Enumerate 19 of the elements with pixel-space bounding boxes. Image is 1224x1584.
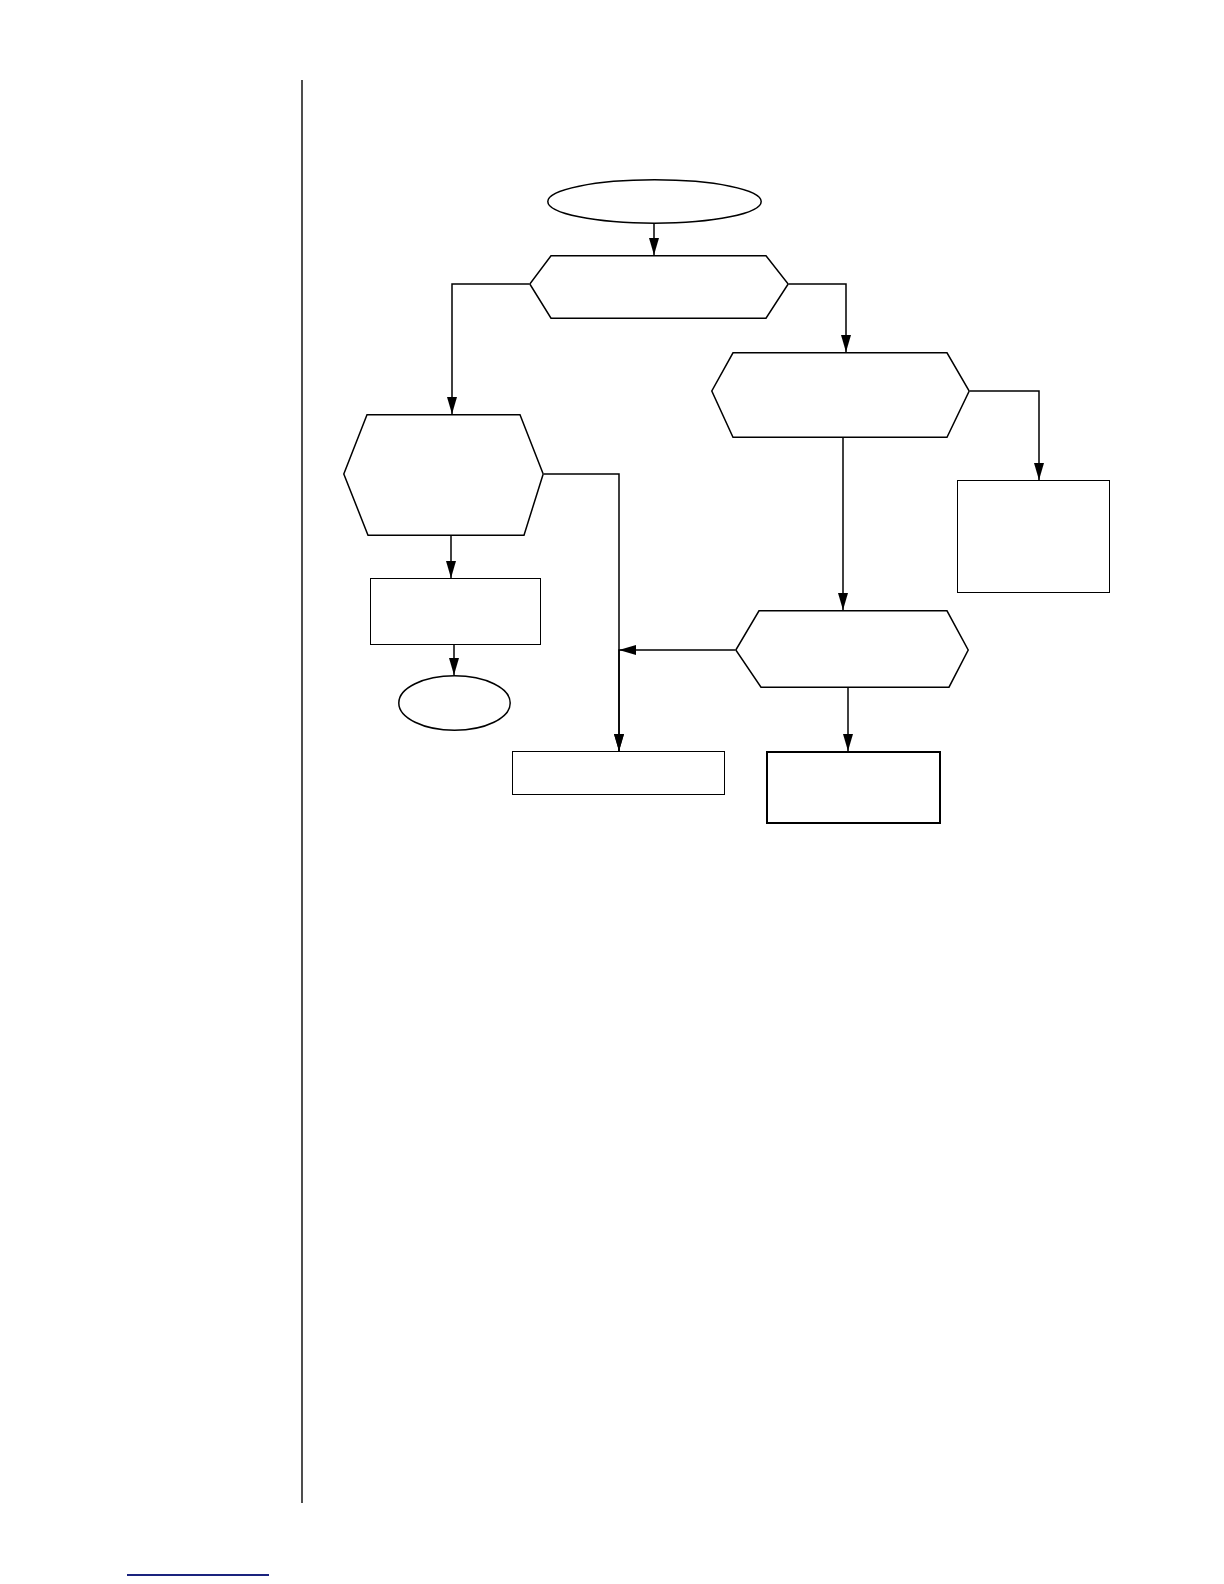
terminal-ellipse (547, 179, 762, 224)
arrow (969, 390, 1044, 481)
decision-hexagon (735, 610, 969, 688)
process-box (957, 480, 1110, 593)
arrow (788, 283, 851, 353)
arrow (843, 687, 853, 752)
arrow (446, 535, 456, 579)
process-box (370, 578, 541, 645)
arrow (838, 437, 848, 611)
process-box (512, 751, 725, 795)
terminal-ellipse (398, 675, 511, 731)
arrow (649, 223, 659, 256)
decision-hexagon (711, 352, 970, 438)
decision-hexagon (343, 414, 544, 536)
arrow (449, 644, 459, 676)
arrow (614, 645, 736, 752)
process-box (766, 751, 941, 824)
decision-hexagon (529, 255, 789, 319)
arrow (447, 283, 530, 415)
